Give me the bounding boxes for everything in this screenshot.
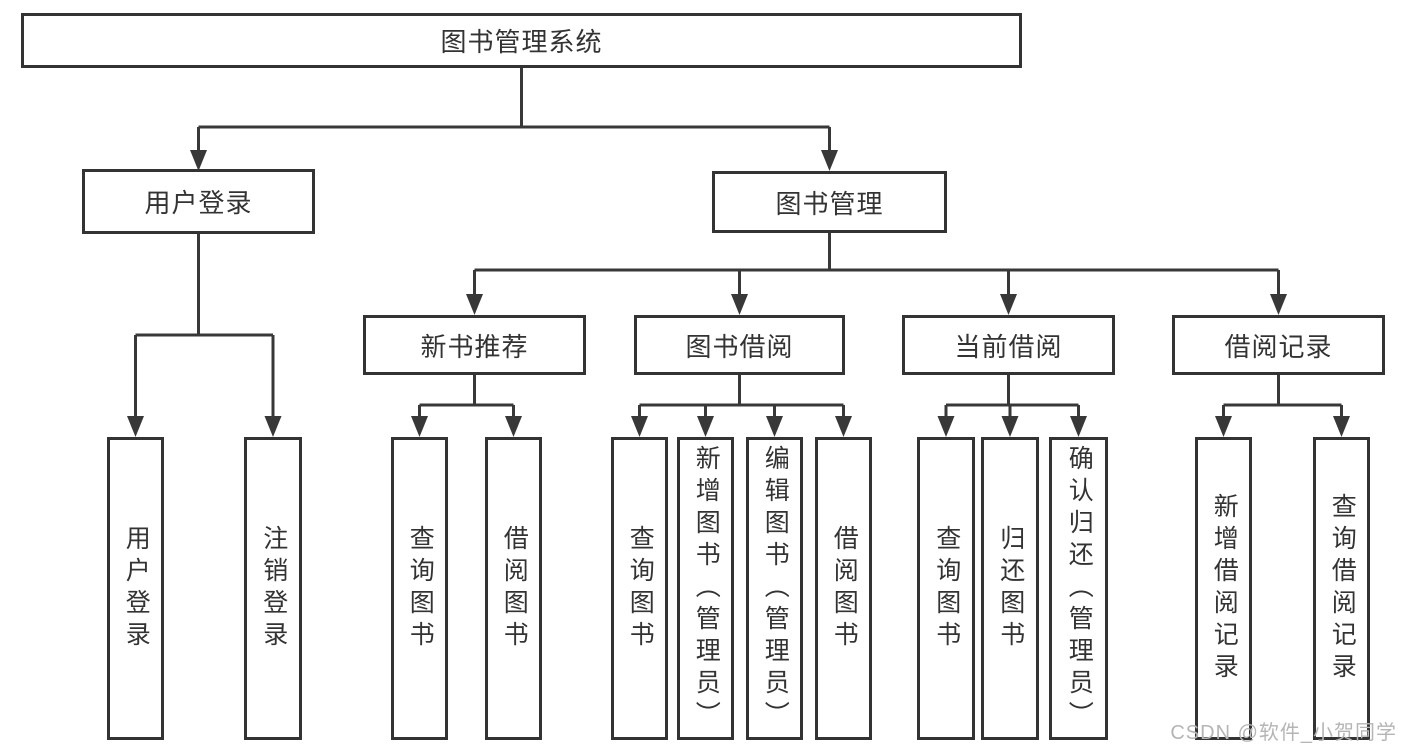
node-user-login-label: 用户登录 xyxy=(144,188,253,218)
leaf-cb-confirm-return: 确认归还（管理员） xyxy=(1049,437,1108,740)
leaf-bb-add-book-label: 新增图书（管理员） xyxy=(692,444,721,733)
arrow-down-icon xyxy=(937,416,955,437)
arrow-down-icon xyxy=(1333,416,1350,437)
connector-newbookrec-to-leaves xyxy=(418,375,515,418)
node-new-book-recommend-label: 新书推荐 xyxy=(420,331,529,362)
arrow-down-icon xyxy=(697,416,714,437)
node-new-book-recommend: 新书推荐 xyxy=(363,315,586,375)
connector-currentborrow-to-leaves xyxy=(944,375,1080,418)
leaf-cb-confirm-return-label: 确认归还（管理员） xyxy=(1065,444,1094,733)
leaf-br-query-record: 查询借阅记录 xyxy=(1313,437,1370,740)
node-root: 图书管理系统 xyxy=(21,13,1022,68)
arrow-down-icon xyxy=(264,416,282,437)
leaf-br-query-record-label: 查询借阅记录 xyxy=(1328,492,1357,685)
leaf-cb-query-book-label: 查询图书 xyxy=(932,524,961,653)
leaf-bb-borrow-book-label: 借阅图书 xyxy=(830,524,859,653)
connector-bookborrow-to-leaves xyxy=(638,375,845,418)
leaf-bb-query-book: 查询图书 xyxy=(611,437,668,740)
connector-borrowrecords-to-leaves xyxy=(1222,375,1343,418)
leaf-br-add-record: 新增借阅记录 xyxy=(1195,437,1252,740)
leaf-br-add-record-label: 新增借阅记录 xyxy=(1210,492,1239,685)
leaf-rec-borrow-book-label: 借阅图书 xyxy=(500,524,529,653)
node-current-borrow: 当前借阅 xyxy=(902,315,1115,375)
leaf-cb-query-book: 查询图书 xyxy=(917,437,975,740)
arrow-down-icon xyxy=(731,294,748,315)
node-root-label: 图书管理系统 xyxy=(440,27,603,57)
node-book-management: 图书管理 xyxy=(712,171,947,233)
leaf-rec-borrow-book: 借阅图书 xyxy=(485,437,542,740)
node-current-borrow-label: 当前借阅 xyxy=(954,331,1063,362)
arrow-down-icon xyxy=(127,416,144,437)
arrow-down-icon xyxy=(835,416,852,437)
arrow-down-icon xyxy=(505,416,522,437)
leaf-bb-edit-book-label: 编辑图书（管理员） xyxy=(761,444,790,733)
leaf-bb-edit-book: 编辑图书（管理员） xyxy=(746,437,803,740)
node-borrow-records: 借阅记录 xyxy=(1172,315,1385,375)
leaf-user-login: 用户登录 xyxy=(107,437,164,740)
connector-bookmgmt-to-level3 xyxy=(473,233,1280,296)
leaf-user-login-label: 用户登录 xyxy=(122,524,151,653)
leaf-rec-query-book: 查询图书 xyxy=(391,437,448,740)
leaf-logout-label: 注销登录 xyxy=(259,524,288,653)
connector-root-to-level2 xyxy=(197,68,831,152)
leaf-bb-query-book-label: 查询图书 xyxy=(626,524,655,653)
leaf-bb-add-book: 新增图书（管理员） xyxy=(677,437,734,740)
node-user-login: 用户登录 xyxy=(82,169,315,234)
node-book-management-label: 图书管理 xyxy=(775,188,884,219)
arrow-down-icon xyxy=(1270,294,1287,315)
arrow-down-icon xyxy=(1001,416,1019,437)
node-borrow-records-label: 借阅记录 xyxy=(1224,331,1333,362)
csdn-watermark: CSDN @软件_小贺同学 xyxy=(1170,722,1397,744)
connector-userlogin-to-leaves xyxy=(134,234,275,418)
arrow-down-icon xyxy=(1215,416,1232,437)
leaf-cb-return-book-label: 归还图书 xyxy=(996,524,1025,653)
leaf-cb-return-book: 归还图书 xyxy=(981,437,1039,740)
leaf-rec-query-book-label: 查询图书 xyxy=(406,524,435,653)
leaf-bb-borrow-book: 借阅图书 xyxy=(815,437,872,740)
arrow-down-icon xyxy=(631,416,648,437)
arrow-down-icon xyxy=(1070,416,1087,437)
arrow-down-icon xyxy=(821,150,838,171)
node-book-borrow: 图书借阅 xyxy=(634,315,845,375)
node-book-borrow-label: 图书借阅 xyxy=(685,331,794,362)
leaf-logout: 注销登录 xyxy=(244,437,302,740)
arrow-down-icon xyxy=(411,416,428,437)
arrow-down-icon xyxy=(466,294,483,315)
arrow-down-icon xyxy=(1000,294,1017,315)
arrow-down-icon xyxy=(190,150,207,171)
arrow-down-icon xyxy=(766,416,783,437)
